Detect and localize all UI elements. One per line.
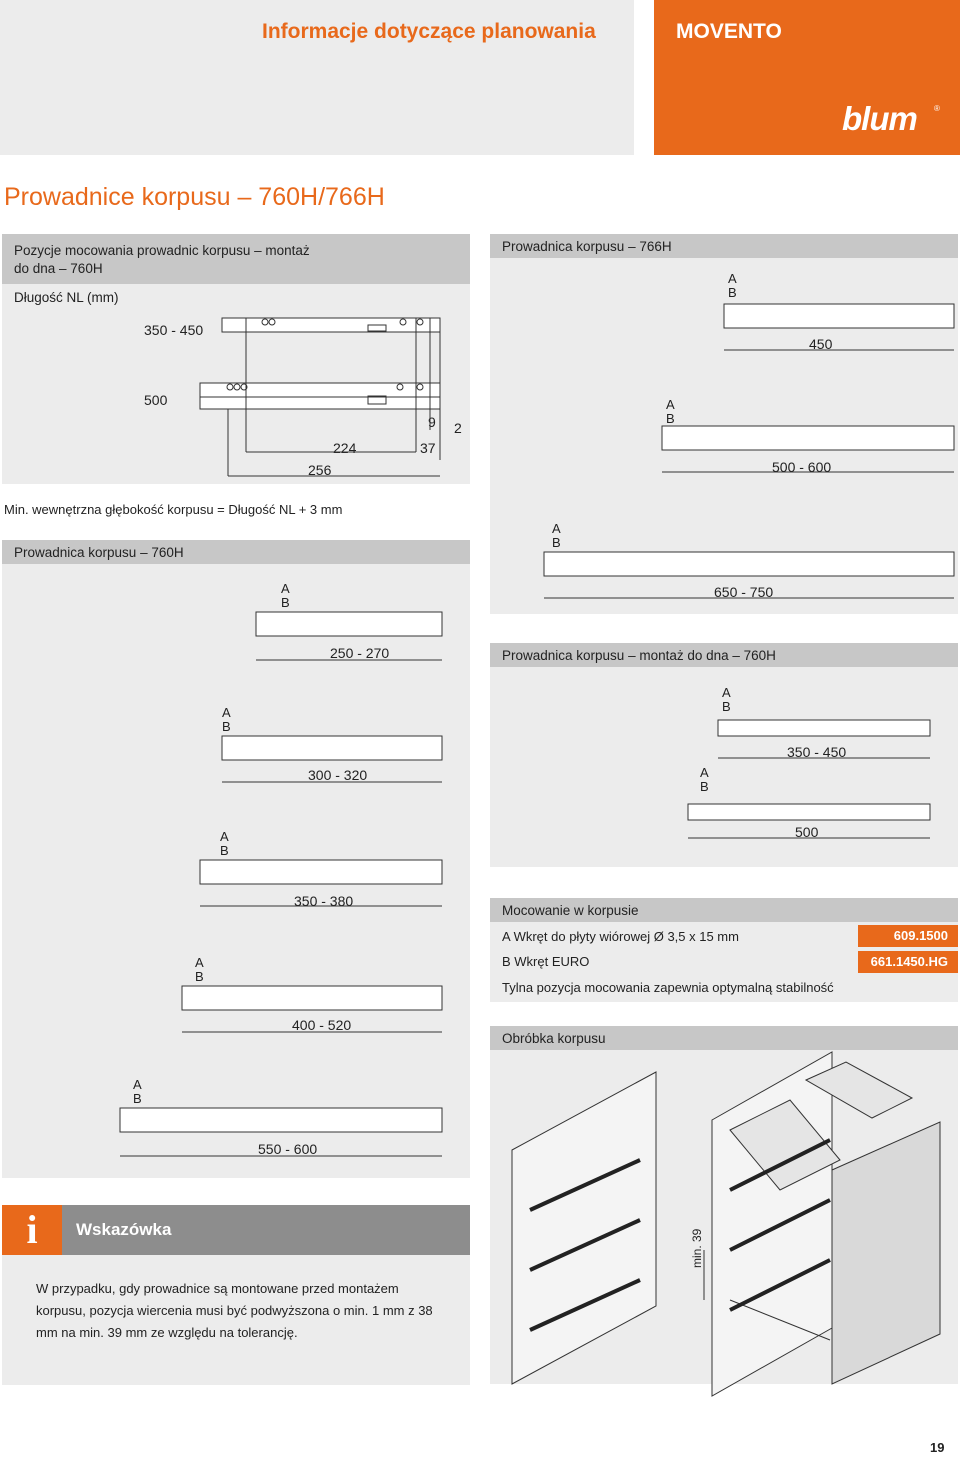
page-title: Prowadnice korpusu – 760H/766H	[4, 183, 385, 211]
panel-bottom-header: Prowadnica korpusu – montaż do dna – 760…	[490, 643, 958, 667]
panel-bottom-body	[490, 667, 958, 867]
dim-9: 9	[428, 414, 436, 430]
hint-text: W przypadku, gdy prowadnice są montowane…	[36, 1281, 433, 1340]
depth-note: Min. wewnętrzna głębokość korpusu = Dług…	[4, 502, 343, 517]
nl-row-1: 350 - 450	[144, 322, 204, 338]
cabinet-title: Obróbka korpusu	[502, 1031, 606, 1046]
hint-body	[2, 1255, 470, 1385]
panel-766h-header: Prowadnica korpusu – 766H	[490, 234, 958, 258]
cabinet-header: Obróbka korpusu	[490, 1026, 958, 1050]
section-title: Informacje dotyczące planowania	[262, 20, 596, 43]
range-bottom-1: 350 - 450	[787, 744, 847, 760]
screw-a-code: 609.1500	[858, 925, 958, 947]
range-760h-5: 550 - 600	[258, 1141, 318, 1157]
registered-mark: ®	[934, 104, 940, 113]
nl-row-2: 500	[144, 392, 168, 408]
blum-logo: blum	[842, 100, 918, 137]
panel-bottom-title: Prowadnica korpusu – montaż do dna – 760…	[502, 648, 776, 663]
mounting-title: Mocowanie w korpusie	[502, 903, 639, 918]
left-panel-header: Pozycje mocowania prowadnic korpusu – mo…	[2, 234, 470, 284]
range-760h-2: 300 - 320	[308, 767, 368, 783]
range-760h-3: 350 - 380	[294, 893, 354, 909]
info-icon: i	[2, 1205, 62, 1255]
range-766h-3: 650 - 750	[714, 584, 774, 600]
panel-760h-header: Prowadnica korpusu – 760H	[2, 540, 470, 564]
dim-2: 2	[454, 420, 462, 436]
range-760h-4: 400 - 520	[292, 1017, 352, 1033]
mounting-header: Mocowanie w korpusie	[490, 898, 958, 922]
hint-title: Wskazówka	[62, 1205, 470, 1255]
screw-a-desc: A Wkręt do płyty wiórowej Ø 3,5 x 15 mm	[502, 929, 739, 944]
range-bottom-2: 500	[795, 824, 819, 840]
range-766h-1: 450	[809, 336, 833, 352]
panel-760h-title: Prowadnica korpusu – 760H	[14, 545, 184, 560]
mounting-note: Tylna pozycja mocowania zapewnia optymal…	[502, 980, 834, 995]
series-name: MOVENTO	[676, 20, 782, 43]
screw-b-code: 661.1450.HG	[858, 951, 958, 973]
screw-b-desc: B Wkręt EURO	[502, 954, 590, 969]
range-760h-1: 250 - 270	[330, 645, 390, 661]
left-panel-title: Pozycje mocowania prowadnic korpusu – mo…	[14, 243, 310, 276]
dim-37: 37	[420, 440, 436, 456]
brand-block: MOVENTO blum ®	[654, 0, 960, 155]
rail-500	[199, 382, 441, 410]
page-number: 19	[930, 1440, 945, 1455]
header-bar: Informacje dotyczące planowania	[0, 0, 634, 155]
panel-766h-title: Prowadnica korpusu – 766H	[502, 239, 672, 254]
length-label: Długość NL (mm)	[14, 290, 119, 305]
range-766h-2: 500 - 600	[772, 459, 832, 475]
rail-350-450	[221, 317, 441, 333]
dim-256: 256	[308, 462, 332, 478]
